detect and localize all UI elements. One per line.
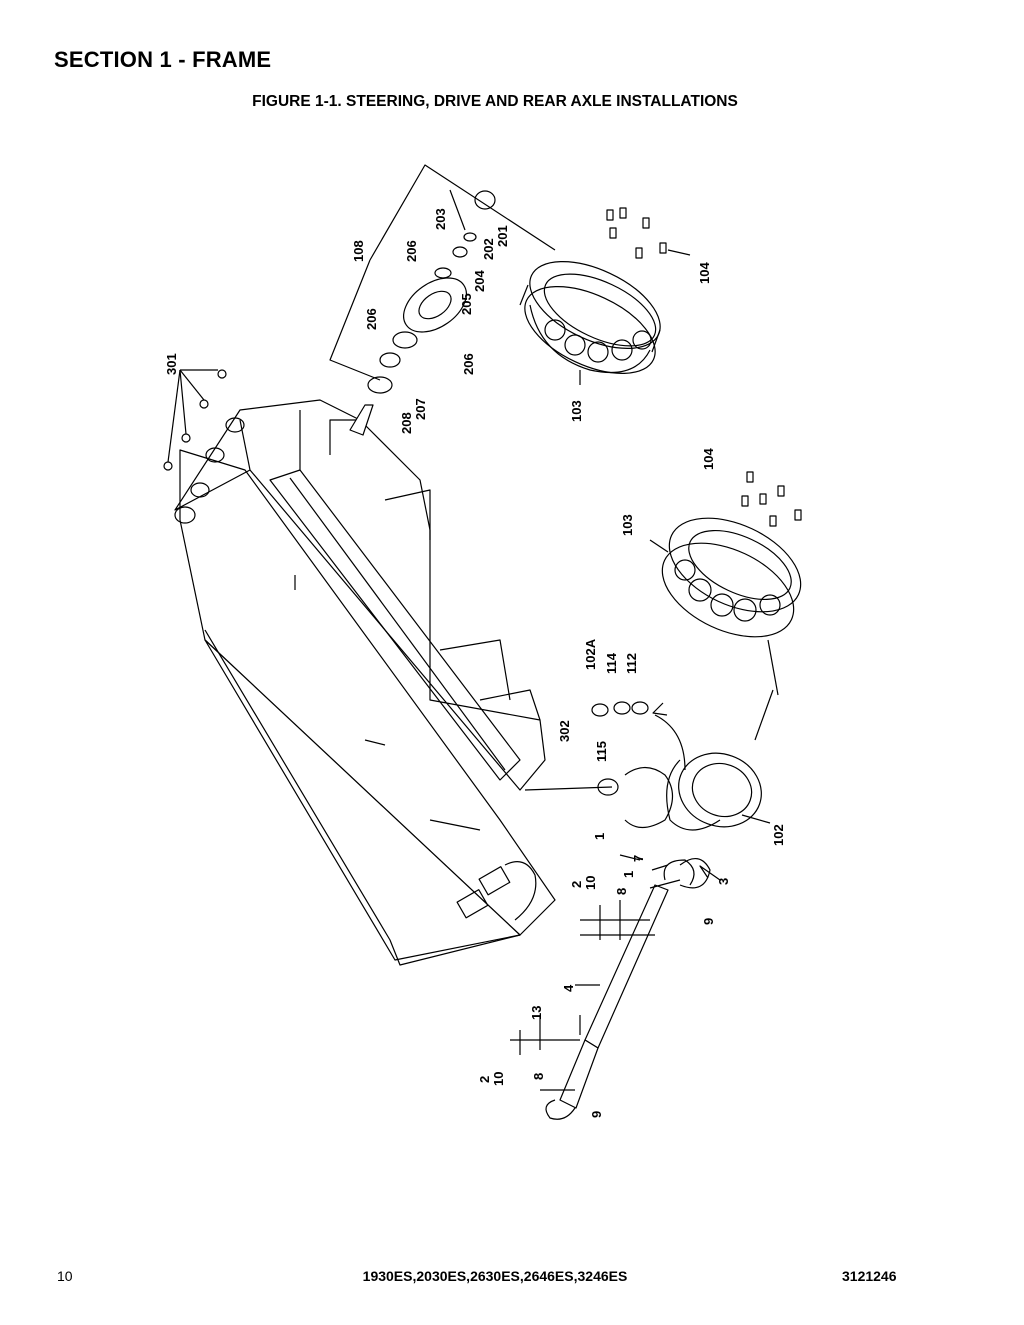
callout-206-low: 206: [461, 353, 476, 375]
callout-203: 203: [433, 208, 448, 230]
callout-8-lower: 8: [531, 1072, 546, 1080]
callout-10-lower: 10: [491, 1071, 506, 1086]
callout-103-lower: 103: [620, 514, 635, 536]
callout-102: 102: [771, 824, 786, 846]
callout-7: 7: [631, 854, 646, 862]
callout-201: 201: [495, 225, 510, 247]
callout-206-mid: 206: [364, 308, 379, 330]
lower-wheel: [649, 517, 802, 638]
drive-motor: [624, 639, 779, 831]
frame-chassis: [174, 399, 556, 966]
callout-8-upper: 8: [614, 887, 629, 895]
rear-axle: [510, 854, 721, 1120]
callout-202: 202: [481, 238, 496, 260]
callout-104-lower: 104: [701, 448, 716, 470]
callout-9-upper: 9: [701, 917, 716, 925]
rings: [524, 701, 649, 796]
mount-brackets: [163, 369, 245, 524]
callout-102A: 102A: [583, 638, 598, 670]
callout-115: 115: [594, 741, 609, 762]
callout-2-upper: 2: [569, 880, 584, 888]
lower-lug-bolts: [741, 471, 802, 527]
callout-204: 204: [472, 270, 487, 292]
callout-112: 112: [624, 653, 639, 674]
callout-1-upper: 1: [592, 832, 607, 840]
callout-205: 205: [459, 293, 474, 315]
upper-lug-bolts: [606, 207, 691, 259]
callout-4: 4: [561, 984, 576, 992]
callout-206-top: 206: [404, 240, 419, 262]
spindle-assembly: [329, 164, 556, 436]
callout-108: 108: [351, 240, 366, 262]
callout-103-upper: 103: [569, 400, 584, 422]
callout-9-lower: 9: [589, 1110, 604, 1118]
model-list: 1930ES,2030ES,2630ES,2646ES,3246ES: [362, 1268, 628, 1284]
callout-207: 207: [413, 398, 428, 420]
callout-10-upper: 10: [583, 875, 598, 890]
section-title: SECTION 1 - FRAME: [54, 47, 272, 72]
callout-301: 301: [164, 353, 179, 375]
page-number: 10: [57, 1268, 73, 1284]
callout-104-upper: 104: [697, 262, 712, 284]
callout-13: 13: [529, 1005, 544, 1020]
callout-302: 302: [557, 720, 572, 742]
document-number: 3121246: [842, 1268, 897, 1284]
figure-title: FIGURE 1-1. STEERING, DRIVE AND REAR AXL…: [252, 93, 738, 110]
upper-wheel: [519, 261, 661, 385]
callout-2-lower: 2: [477, 1075, 492, 1083]
callout-114: 114: [604, 653, 619, 674]
callout-1-lower: 1: [621, 870, 636, 878]
callout-3: 3: [716, 877, 731, 885]
callout-208: 208: [399, 412, 414, 434]
